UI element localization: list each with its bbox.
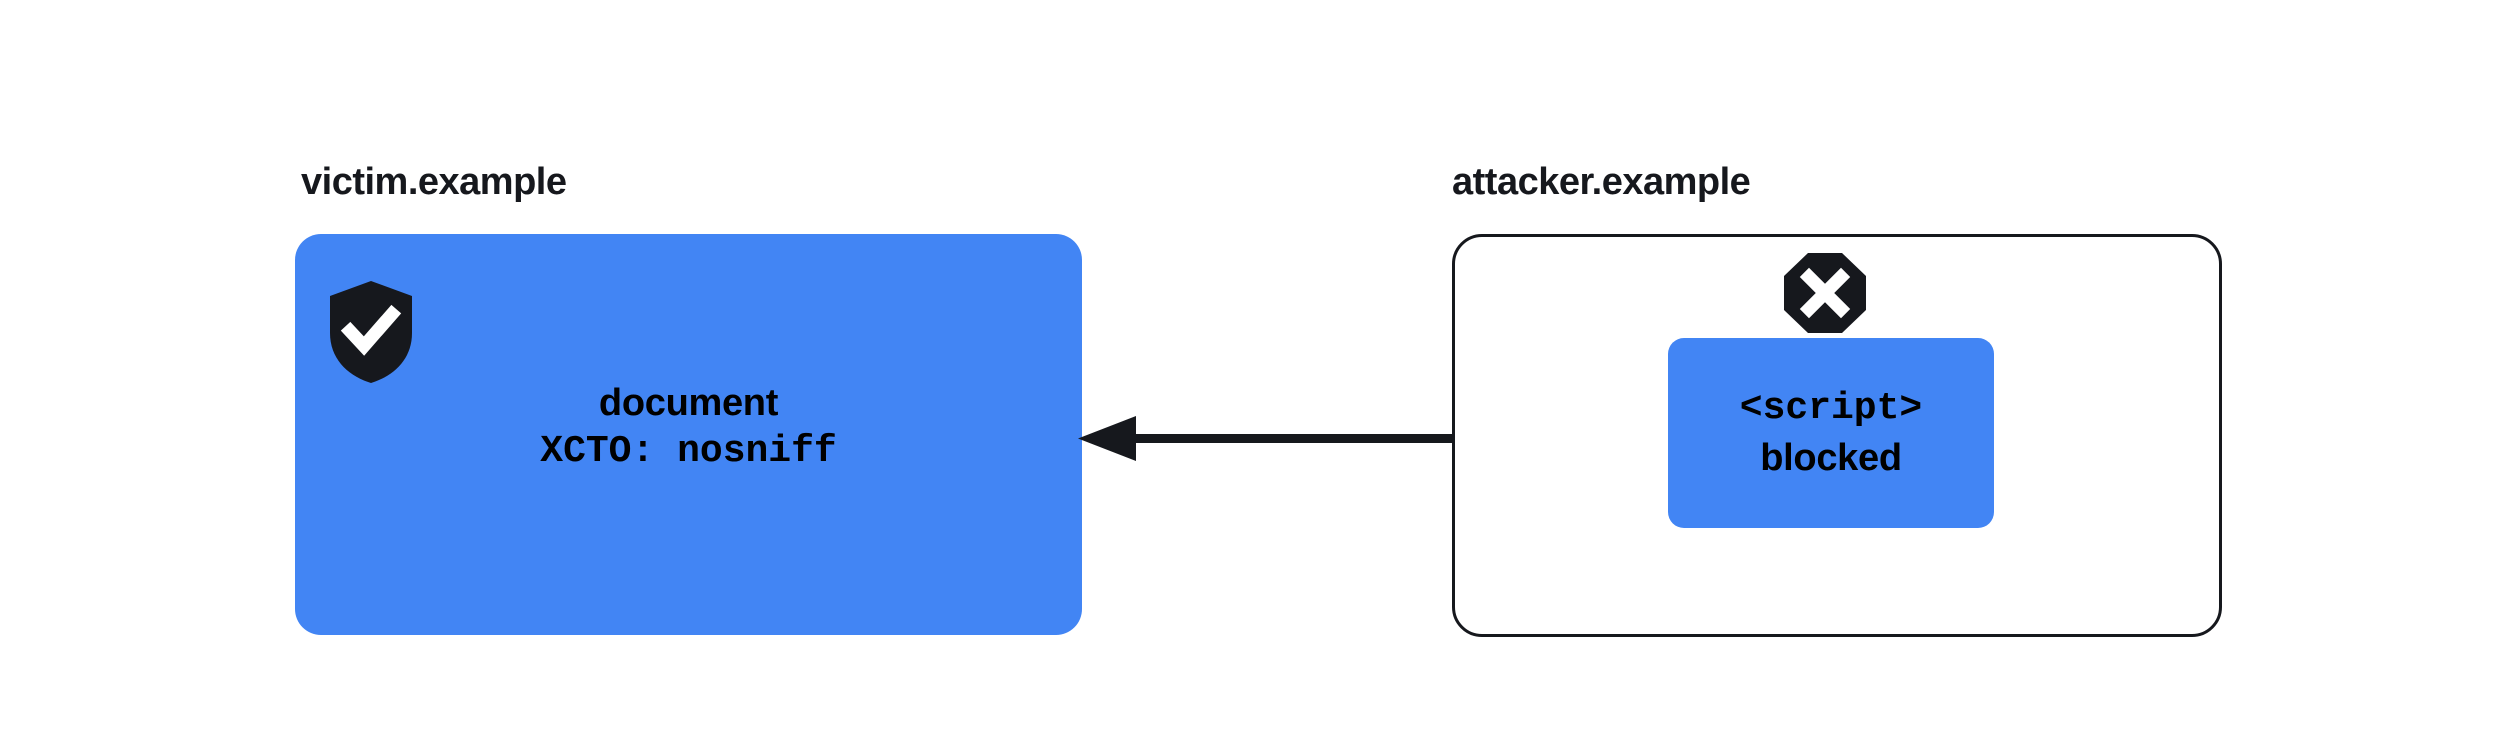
victim-origin-label: victim.example [301, 161, 567, 203]
victim-header-label: XCTO: nosniff [540, 430, 837, 473]
arrow-left-icon [1078, 416, 1672, 461]
victim-resource-label: document [598, 382, 779, 424]
octagon-x-icon [1784, 253, 1866, 333]
blocked-script-chip: <script> blocked [1668, 338, 1994, 528]
attacker-origin-label: attacker.example [1452, 161, 1751, 203]
attacker-element-label: <script> [1739, 387, 1923, 430]
victim-resource-text: document XCTO: nosniff [295, 380, 1082, 478]
shield-check-icon [330, 281, 412, 383]
attacker-status-label: blocked [1760, 437, 1902, 479]
victim-origin-panel [295, 234, 1082, 635]
